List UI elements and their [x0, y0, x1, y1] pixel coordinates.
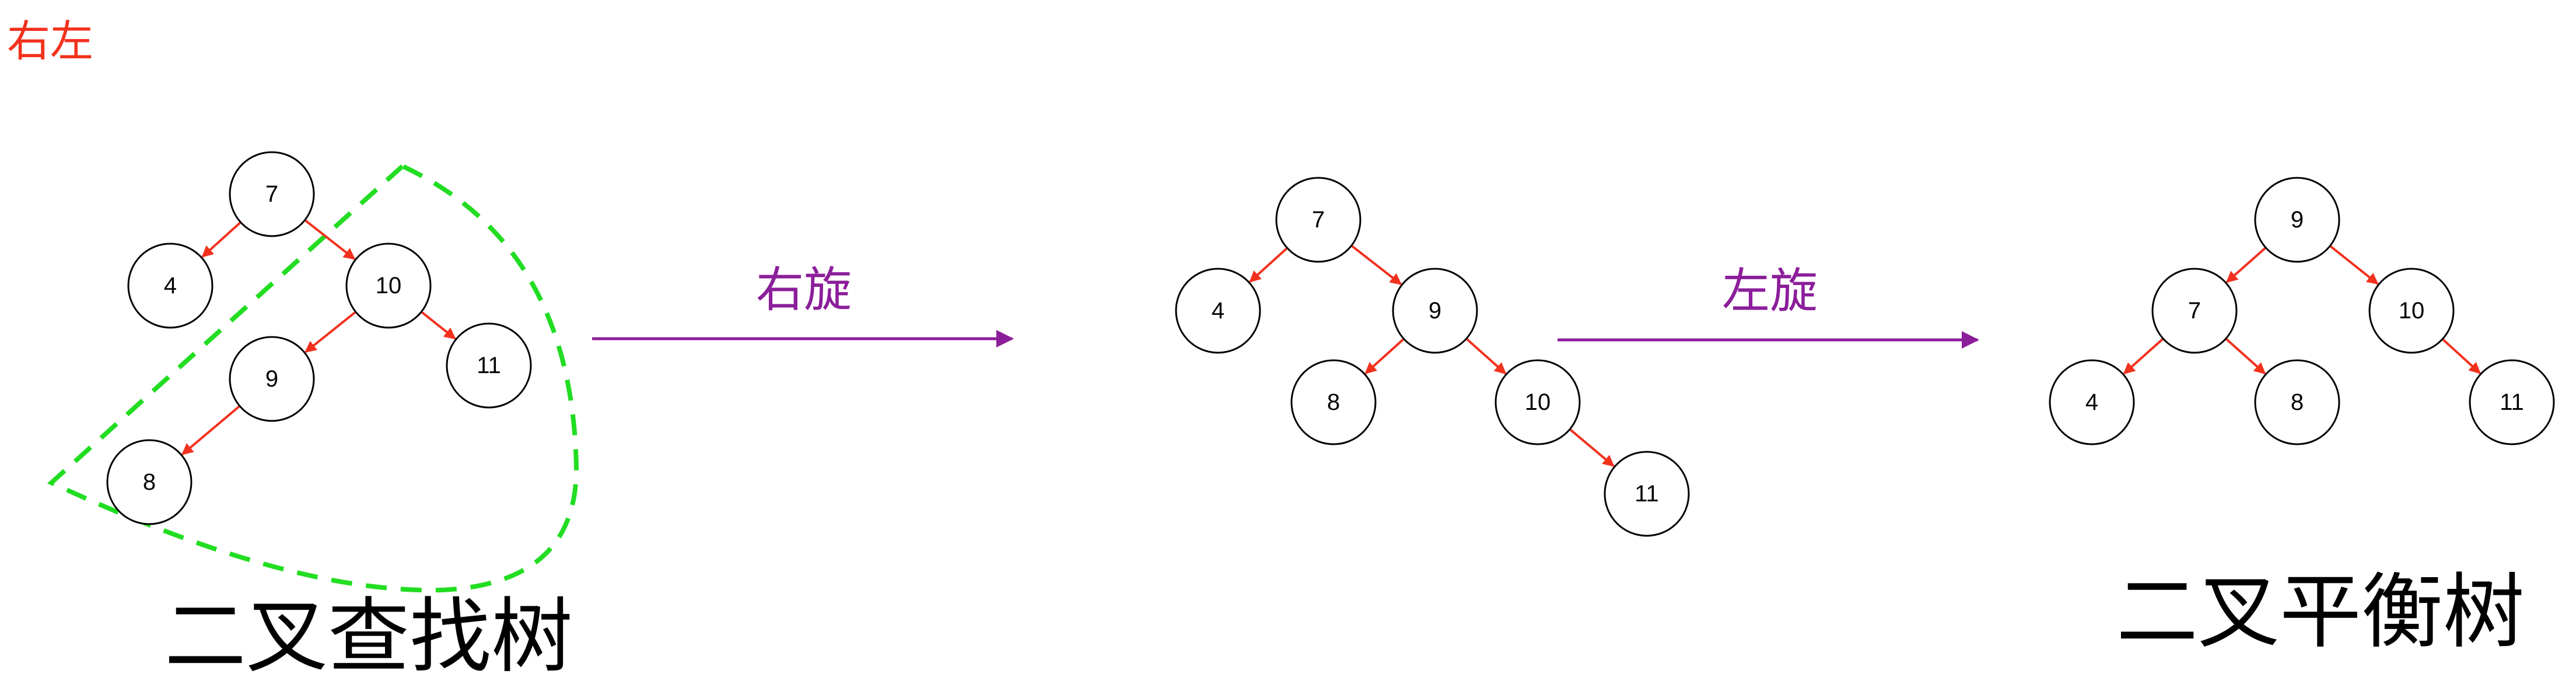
edge-10-to-11: [2441, 338, 2481, 374]
tree-node-label: 7: [2188, 298, 2201, 324]
tree-node-10: [1494, 359, 1581, 445]
tree-node-9: [2254, 177, 2340, 263]
tree-node-label: 8: [143, 469, 156, 495]
tree-node-label: 9: [2291, 207, 2304, 233]
edge-10-to-9: [304, 311, 357, 353]
tree-node-label: 11: [1634, 481, 1659, 507]
op-label-left-rotation: 左旋: [1722, 264, 1818, 319]
tree-node-label: 7: [265, 181, 278, 207]
tree-node-7: [1275, 177, 1362, 263]
tree-node-11: [446, 322, 532, 409]
tree-node-9: [229, 336, 315, 422]
edge-7-to-4: [201, 221, 242, 258]
edge-9-to-10: [2329, 245, 2379, 285]
tree-node-label: 9: [265, 366, 278, 392]
tree-node-9: [1392, 268, 1478, 354]
edge-7-to-9: [1350, 244, 1402, 286]
tree-node-8: [106, 439, 192, 525]
tree-node-label: 8: [1327, 389, 1340, 415]
tree-node-11: [2469, 359, 2555, 445]
edge-10-to-11: [1569, 428, 1615, 467]
edge-9-to-8: [181, 405, 241, 455]
tree-node-label: 9: [1429, 298, 1441, 324]
tree-node-label: 4: [2085, 389, 2098, 415]
edge-7-to-4: [2123, 338, 2164, 375]
edge-9-to-8: [1364, 338, 1405, 374]
tree-node-10: [345, 243, 432, 329]
caption-bst: 二叉查找树: [164, 589, 573, 684]
tree-node-8: [1290, 359, 1377, 445]
tree-node-label: 4: [164, 273, 177, 298]
tree-bst: 7 4 10 9 11 8: [106, 151, 532, 525]
caption-balanced-tree: 二叉平衡树: [2116, 565, 2525, 660]
tree-node-label: 11: [477, 353, 501, 378]
edge-9-to-7: [2225, 247, 2267, 283]
tree-node-label: 10: [2399, 298, 2425, 324]
tree-node-label: 10: [376, 273, 402, 298]
tree-node-10: [2368, 268, 2455, 354]
tree-node-7: [229, 151, 315, 237]
tree-node-label: 10: [1525, 389, 1551, 415]
tree-node-label: 8: [2291, 389, 2304, 415]
edge-7-to-4: [1249, 247, 1289, 283]
tree-node-7: [2151, 268, 2238, 354]
corner-label: 右左: [7, 16, 93, 66]
tree-node-4: [127, 243, 214, 329]
tree-node-4: [1175, 268, 1261, 354]
edge-7-to-10: [304, 219, 356, 260]
tree-node-label: 7: [1312, 207, 1325, 233]
tree-node-4: [2049, 359, 2135, 445]
tree-after-right-rotation: 7 4 9 8 10 11: [1175, 177, 1690, 537]
op-label-right-rotation: 右旋: [756, 262, 852, 318]
tree-node-11: [1604, 451, 1690, 537]
tree-node-8: [2254, 359, 2340, 445]
edge-9-to-10: [1465, 338, 1507, 375]
tree-balanced: 9 7 10 4 8 11: [2049, 177, 2555, 445]
tree-node-label: 4: [1212, 298, 1224, 324]
edge-7-to-8: [2225, 338, 2266, 375]
highlight-region: [47, 163, 579, 593]
tree-node-label: 11: [2500, 389, 2524, 415]
edge-10-to-11: [421, 311, 456, 340]
